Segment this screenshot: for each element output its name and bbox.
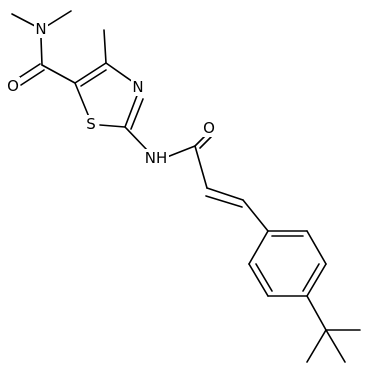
bond-ring-inner-a (255, 263, 273, 292)
bond-c4-methyl (103, 29, 107, 64)
bond-alkene-b (205, 195, 243, 208)
bond-n-methyl-left (11, 13, 36, 27)
bond-c5-c4-a (74, 62, 107, 84)
atom-label-s-thiazole: S (86, 115, 96, 133)
atom-label-nh: NH (145, 149, 168, 167)
bond-cbeta-ring (242, 199, 269, 232)
atom-o-acryl: O (202, 119, 216, 137)
bond-acryl-co-a (194, 135, 206, 147)
bond-acryl-co-b (199, 136, 212, 149)
bond-n3-c2-b (130, 98, 144, 130)
bond-tbu-methyl-left (306, 329, 327, 363)
bond-ring-quaternary-c (306, 295, 327, 331)
atom-n-thiazole: N (131, 78, 145, 96)
bond-ring-2-3 (248, 263, 269, 297)
atom-n-amide: N (34, 20, 48, 38)
bond-nh-carbonyl-c (166, 145, 196, 158)
bond-c2-s1 (99, 124, 126, 128)
bond-s1-c5 (74, 82, 90, 118)
bond-n-carbonyl-c (40, 37, 43, 66)
bond-c2-nh (124, 126, 149, 152)
bond-n3-c2-a (124, 92, 139, 128)
atom-label-o-acryl: O (203, 119, 215, 137)
atom-label-n-thiazole: N (132, 78, 143, 96)
bond-ring-inner-b (302, 263, 320, 292)
bond-ring-4-5 (306, 263, 327, 297)
bond-carbonyl-c5 (41, 64, 76, 84)
bond-alkene-a (206, 187, 244, 201)
bond-carbonyl-calpha (194, 145, 208, 189)
bond-amide-co-b (20, 69, 45, 86)
atom-label-o-amide: O (7, 77, 19, 95)
bond-c5-c4-b (80, 69, 107, 87)
bond-c4-n3 (105, 62, 134, 83)
bond-n-methyl-right (46, 10, 72, 27)
bond-tbu-methyl-down (325, 329, 346, 363)
atom-label-n-amide: N (35, 20, 46, 38)
atom-s-thiazole: S (84, 115, 98, 133)
bond-ring-1-2 (248, 230, 269, 265)
bond-ring-5-6 (306, 230, 327, 265)
bond-amide-co-a (16, 63, 41, 80)
atom-nh: NH (143, 149, 169, 167)
atom-o-amide: O (6, 77, 20, 95)
